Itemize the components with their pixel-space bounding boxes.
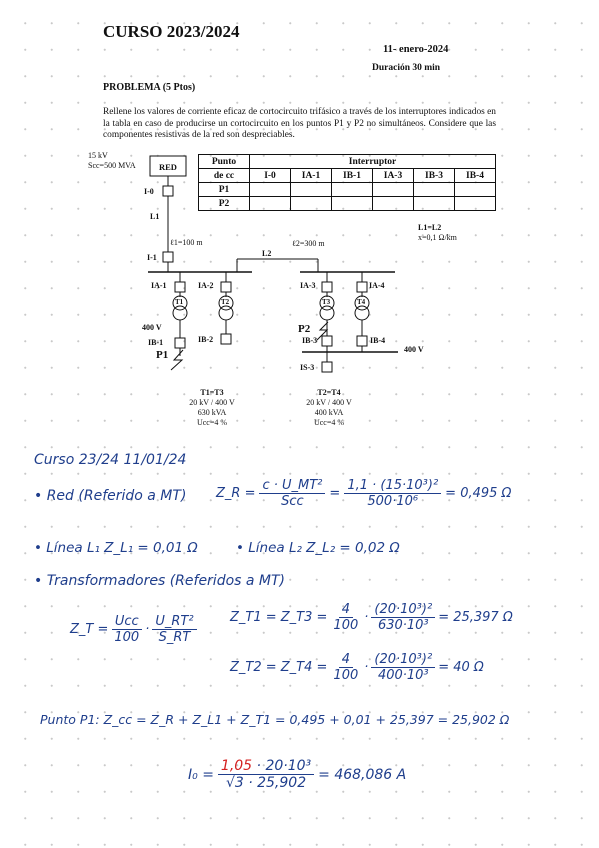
diagram-label: ℓ1=100 m	[170, 238, 203, 247]
breaker-ib1	[174, 337, 186, 349]
diagram-label: 630 kVA	[198, 408, 227, 417]
breaker-ia4	[356, 281, 368, 293]
diagram-label: T3	[322, 298, 331, 306]
fault-p2-icon	[316, 321, 329, 341]
diagram-label: ℓ2=300 m	[292, 239, 325, 248]
diagram-label: IA-1	[151, 281, 167, 290]
diagram-label: 400 V	[404, 345, 424, 354]
diagram-label: I-1	[147, 253, 157, 262]
source-scc: Scc=500 MVA	[88, 161, 136, 170]
transformer-t2	[218, 295, 234, 311]
problem-statement: Rellene los valores de corriente eficaz …	[103, 107, 496, 141]
breaker-i0	[162, 185, 174, 197]
transformer-t3	[319, 295, 335, 311]
grid-label: RED	[159, 162, 177, 172]
diagram-label: L1=L2	[418, 223, 441, 232]
current-i0-formula: I₀ = 1,05 · 20·10³ √3 · 25,902 = 468,086…	[188, 758, 407, 791]
breaker-ia1	[174, 281, 186, 293]
diagram-label: IB-2	[198, 335, 213, 344]
diagram-label: Ucc=4 %	[314, 418, 344, 427]
table-row: P2	[198, 196, 496, 211]
exam-duration: Duración 30 min	[372, 63, 441, 73]
diagram-label: IA-4	[369, 281, 385, 290]
course-title: CURSO 2023/2024	[103, 22, 240, 41]
diagram-label: I-0	[144, 187, 154, 196]
breaker-ib3	[321, 335, 333, 347]
source-kv: 15 kV	[88, 151, 108, 160]
transformers-label: • Transformadores (Referidos a MT)	[34, 573, 286, 589]
line-l2-impedance: • Línea L₂ Z_L₂ = 0,02 Ω	[236, 540, 400, 556]
diagram-label: T1=T3	[200, 388, 223, 397]
diagram-label: P2	[298, 323, 311, 335]
diagram-label: T1	[175, 298, 184, 306]
diagram-label: IA-3	[300, 281, 316, 290]
diagram-label: IB-4	[370, 336, 385, 345]
single-line-diagram: 15 kV Scc=500 MVA RED I-0 L1 ℓ1=100 m I-…	[88, 151, 458, 427]
notes-header: Curso 23/24 11/01/24	[34, 452, 187, 468]
breaker-ib4	[356, 335, 368, 347]
diagram-label: L2	[262, 249, 271, 258]
diagram-label: 20 kV / 400 V	[306, 398, 352, 407]
exam-date: 11- enero-2024	[383, 44, 449, 55]
diagram-label: Ucc=4 %	[197, 418, 227, 427]
shortcircuit-table: Punto Interruptor de cc I-0 IA-1 IB-1 IA…	[198, 154, 496, 211]
transformer-t1	[172, 295, 188, 311]
diagram-label: x=0,1 Ω/km	[418, 233, 458, 242]
diagram-label: IS-3	[300, 363, 314, 372]
diagram-label: IB-1	[148, 338, 163, 347]
diagram-label: T2	[221, 298, 230, 306]
diagram-label: 400 kVA	[315, 408, 344, 417]
diagram-label: L1	[150, 212, 159, 221]
diagram-label: T4	[357, 298, 366, 306]
breaker-ib2	[220, 333, 232, 345]
line-l1-impedance: • Línea L₁ Z_L₁ = 0,01 Ω	[34, 540, 198, 556]
problem-title: PROBLEMA (5 Ptos)	[103, 82, 196, 93]
breaker-is3	[321, 361, 333, 373]
diagram-label: T2=T4	[317, 388, 340, 397]
fault-p1-icon	[170, 349, 184, 371]
breaker-ia2	[220, 281, 232, 293]
table-cell[interactable]	[454, 196, 496, 211]
diagram-label: P1	[156, 349, 168, 361]
breaker-ia3	[321, 281, 333, 293]
diagram-label: 400 V	[142, 323, 162, 332]
grid-impedance-label: • Red (Referido a MT)	[34, 488, 187, 504]
point-p1-impedance: Punto P1: Z_cc = Z_R + Z_L1 + Z_T1 = 0,4…	[40, 712, 510, 727]
breaker-i1	[162, 251, 174, 263]
diagram-label: IB-3	[302, 336, 317, 345]
diagram-label: 20 kV / 400 V	[189, 398, 235, 407]
voltage-factor: 1,05	[220, 758, 253, 774]
transformer-t4	[354, 295, 370, 311]
diagram-label: IA-2	[198, 281, 214, 290]
